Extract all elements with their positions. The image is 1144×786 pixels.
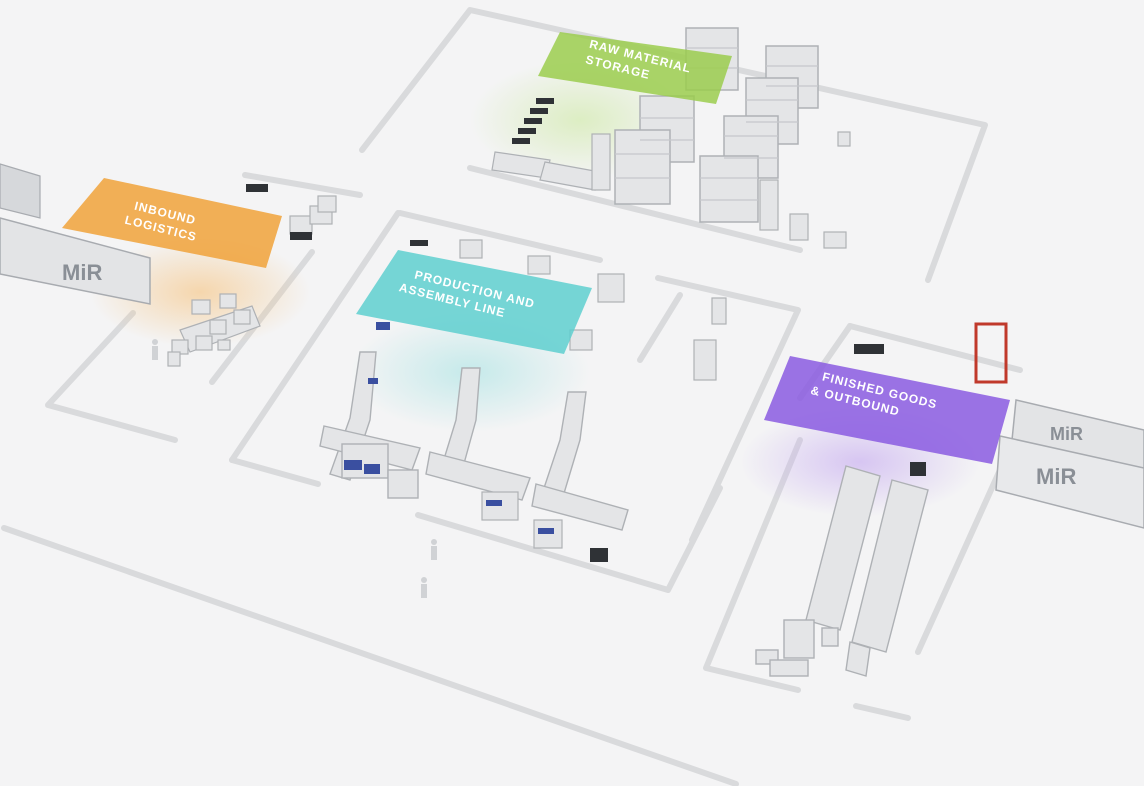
zone-plate xyxy=(356,250,592,354)
zone-plate xyxy=(764,356,1010,464)
inbound-equipment xyxy=(167,195,337,367)
truck-outbound-2: MiR xyxy=(995,435,1144,529)
assembly-conveyors xyxy=(319,351,629,531)
zone-production-assembly-line[interactable]: PRODUCTION AND ASSEMBLY LINE xyxy=(356,250,592,354)
assembly-pallet xyxy=(590,548,608,562)
inbound-pallet xyxy=(290,232,312,240)
floor-walls xyxy=(1,7,1023,786)
assembly-blue-carts xyxy=(344,322,554,534)
zone-inbound-logistics[interactable]: INBOUND LOGISTICS xyxy=(62,178,282,268)
worker-figures xyxy=(152,339,437,598)
outbound-equipment xyxy=(755,465,929,677)
truck-outbound-2-logo: MiR xyxy=(1036,464,1076,489)
truck-outbound-1-logo: MiR xyxy=(1050,424,1083,444)
outbound-rack xyxy=(974,322,1008,384)
truck-inbound-logo: MiR xyxy=(62,260,102,285)
zone-plate xyxy=(62,178,282,268)
assembly-pallet xyxy=(410,240,428,246)
outbound-pallet xyxy=(910,462,926,476)
truck-inbound: MiR xyxy=(0,163,151,305)
inbound-pallet xyxy=(246,184,268,192)
outbound-pallet xyxy=(854,344,884,354)
zone-plate xyxy=(538,32,732,104)
truck-outbound-1: MiR xyxy=(1011,399,1144,471)
